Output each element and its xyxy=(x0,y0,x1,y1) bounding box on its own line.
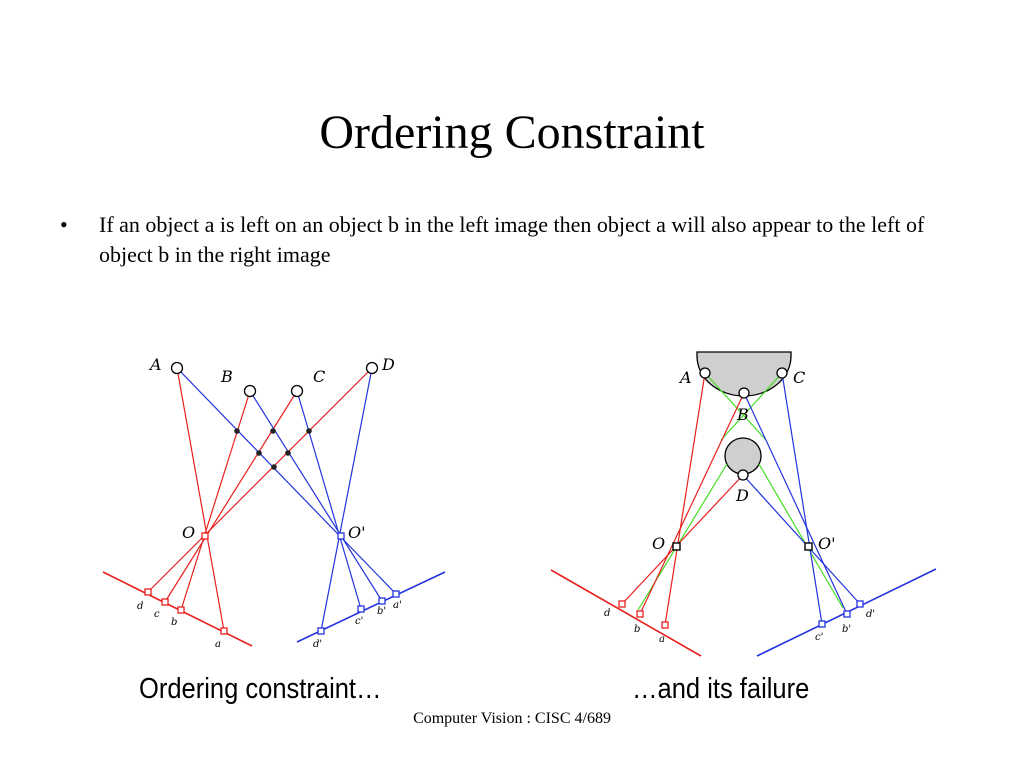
label-d: D xyxy=(735,486,749,505)
camera-center-o xyxy=(201,532,209,540)
label-o: O xyxy=(652,534,665,553)
left-camera-rays xyxy=(147,367,373,632)
camera-center-o-prime xyxy=(804,542,813,551)
bullet-item: • If an object a is left on an object b … xyxy=(60,210,980,270)
left-image-points xyxy=(144,588,228,635)
label-a: A xyxy=(678,368,692,387)
right-image-points xyxy=(317,590,400,635)
scene-point-d xyxy=(737,469,749,481)
label-d: D xyxy=(381,355,395,374)
right-camera-rays xyxy=(176,367,397,632)
scene-point-b xyxy=(738,387,750,399)
left-image-plane xyxy=(550,569,702,657)
right-camera-rays xyxy=(742,372,861,625)
bullet-text: If an object a is left on an object b in… xyxy=(99,212,925,267)
label-img-b: b xyxy=(171,617,177,628)
label-img-d-prime: d' xyxy=(866,609,875,620)
label-img-b-prime: b' xyxy=(377,606,386,617)
camera-center-o xyxy=(672,542,681,551)
label-img-b: b xyxy=(634,624,640,635)
label-img-d: d xyxy=(137,601,143,612)
scene-points xyxy=(170,361,379,398)
label-img-c-prime: c' xyxy=(355,616,363,627)
label-b: B xyxy=(736,405,749,424)
scene-point-a xyxy=(699,367,711,379)
label-img-a: a xyxy=(659,634,665,645)
scene-point-a xyxy=(170,361,184,375)
label-img-d-prime: d' xyxy=(313,639,322,650)
label-b: B xyxy=(220,367,233,386)
bullet-marker: • xyxy=(60,212,68,237)
ray-intersections xyxy=(234,428,312,470)
scene-points xyxy=(699,367,788,481)
scene-point-d xyxy=(365,361,379,375)
label-img-b-prime: b' xyxy=(842,624,851,635)
small-object xyxy=(724,437,762,475)
label-img-a: a xyxy=(215,639,221,650)
slide-title: Ordering Constraint xyxy=(319,106,705,159)
camera-center-o-prime xyxy=(337,532,345,540)
left-image-points xyxy=(618,600,669,629)
label-img-c: c xyxy=(154,609,160,620)
caption-right: …and its failure xyxy=(632,673,810,705)
caption-left: Ordering constraint… xyxy=(139,673,382,705)
label-o-prime: O' xyxy=(818,534,836,553)
scene-point-c xyxy=(776,367,788,379)
slide-footer: Computer Vision : CISC 4/689 xyxy=(413,710,611,727)
label-o: O xyxy=(182,523,195,542)
label-img-a-prime: a' xyxy=(393,600,402,611)
left-camera-rays xyxy=(621,372,745,626)
label-c: C xyxy=(313,367,325,386)
label-o-prime: O' xyxy=(348,523,366,542)
label-a: A xyxy=(148,355,162,374)
label-c: C xyxy=(793,368,805,387)
scene-point-b xyxy=(243,384,257,398)
label-img-c-prime: c' xyxy=(815,632,823,643)
label-img-d: d xyxy=(604,608,610,619)
scene-point-c xyxy=(290,384,304,398)
right-image-points xyxy=(818,600,864,628)
